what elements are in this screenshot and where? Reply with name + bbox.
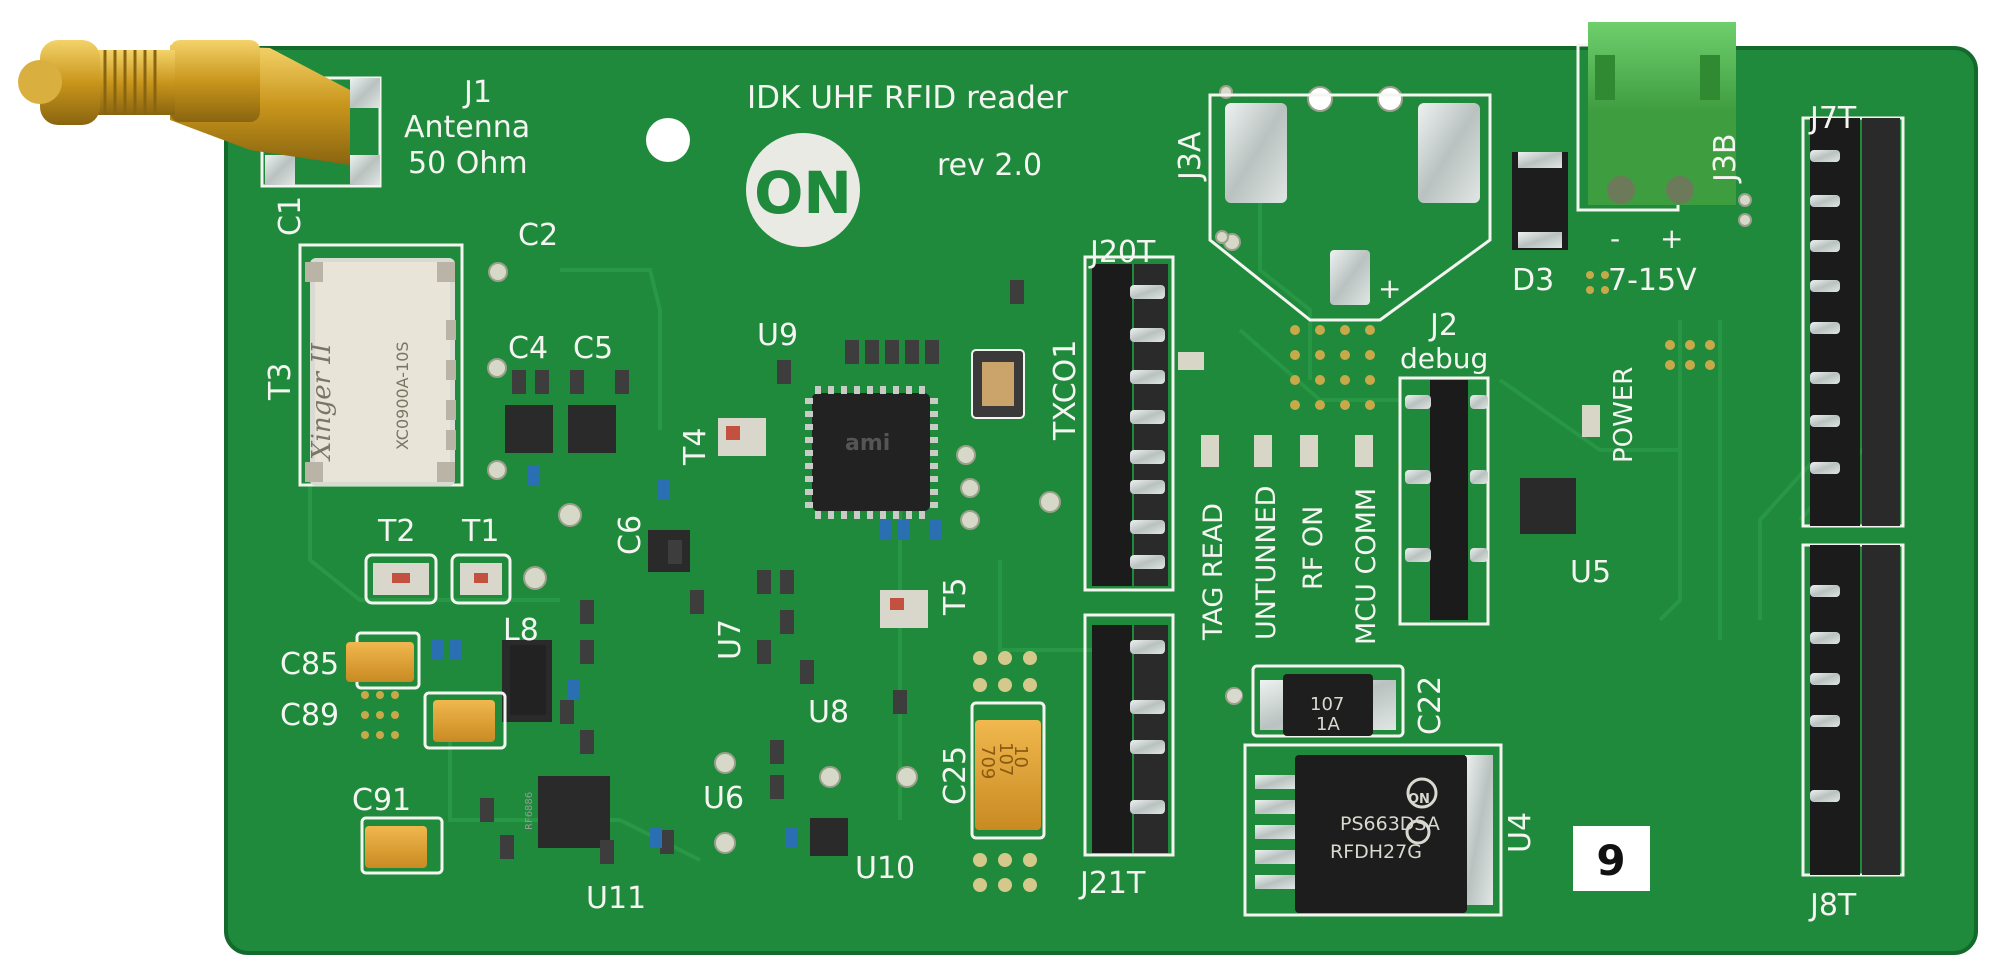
label-u5: U5 [1570, 555, 1611, 590]
label-u9: U9 [757, 318, 798, 353]
coupler-t3 [298, 243, 464, 487]
board-revision: rev 2.0 [937, 148, 1042, 183]
label-j3b: J3B [1708, 133, 1743, 184]
label-c4: C4 [508, 331, 548, 366]
mcu-chip-u9 [805, 386, 938, 519]
label-minus: - [1610, 222, 1620, 255]
tantalum-line3: 709 [977, 745, 998, 779]
mcu-brand: ami [845, 431, 890, 456]
status-leds [1178, 352, 1600, 467]
number-sticker: 9 [1573, 826, 1650, 891]
on-semiconductor-logo: ON [746, 133, 860, 247]
led-label-rf-on: RF ON [1298, 506, 1329, 590]
label-t2: T2 [377, 514, 415, 549]
diode-c22 [1230, 664, 1405, 738]
label-txco1: TXCO1 [1048, 340, 1083, 441]
coupler-brand: Xinger II [307, 342, 337, 462]
label-j1: J1 [462, 75, 492, 110]
label-l8: L8 [503, 613, 539, 648]
logo-text: ON [754, 159, 852, 227]
header-j8t [1801, 543, 1905, 877]
regulator-logo: ON [1408, 792, 1430, 807]
label-j2: J2 [1428, 308, 1458, 343]
coupler-part: XC0900A-10S [393, 341, 412, 450]
label-c6: C6 [613, 515, 648, 555]
label-j3a: J3A [1173, 131, 1208, 182]
small-components [364, 280, 1576, 864]
j3a-pads [1208, 93, 1492, 322]
label-t1: T1 [461, 514, 499, 549]
label-c91: C91 [352, 783, 411, 818]
label-d3: D3 [1512, 263, 1554, 298]
header-j2 [1398, 376, 1490, 626]
regulator-line1: PS663DSA [1340, 813, 1440, 835]
sticker-number: 9 [1596, 836, 1625, 885]
power-terminal-block [1576, 22, 1736, 212]
led-label-tag-read: TAG READ [1198, 503, 1229, 641]
header-j7t [1801, 116, 1905, 528]
board-title: IDK UHF RFID reader [747, 80, 1068, 116]
label-t5: T5 [938, 578, 973, 616]
tantalum-line1: 107 [995, 742, 1016, 776]
label-voltage: 7-15V [1608, 263, 1697, 298]
label-u8: U8 [808, 695, 849, 730]
sma-antenna-connector [18, 40, 382, 188]
label-j1-desc2: 50 Ohm [408, 146, 528, 181]
label-j2-desc: debug [1400, 342, 1488, 375]
label-c22: C22 [1413, 676, 1448, 735]
label-c5: C5 [573, 331, 613, 366]
label-j8t: J8T [1808, 888, 1857, 923]
tantalum-line2: 10 [1010, 745, 1031, 768]
label-u10: U10 [855, 851, 915, 886]
label-u11: U11 [586, 881, 646, 916]
label-u4: U4 [1503, 812, 1538, 853]
label-t3: T3 [263, 363, 298, 401]
led-label-mcu-comm: MCU COMM [1351, 488, 1382, 645]
label-j7t: J7T [1808, 101, 1857, 136]
label-c25: C25 [938, 746, 973, 805]
label-c85: C85 [280, 647, 339, 682]
rf-chip-marking: RF6886 [524, 792, 535, 830]
label-u6: U6 [703, 781, 744, 816]
label-c1: C1 [273, 196, 308, 236]
label-c89: C89 [280, 698, 339, 733]
component-markings: Xinger II XC0900A-10S ami PS663DSA RFDH2… [307, 341, 1440, 863]
label-plus: + [1660, 222, 1683, 255]
label-c2: C2 [518, 218, 558, 253]
diode-d3 [1512, 152, 1568, 250]
label-power: POWER [1609, 367, 1639, 463]
led-label-untunned: UNTUNNED [1251, 486, 1282, 640]
regulator-u4 [1243, 743, 1503, 917]
header-j21t [1083, 613, 1175, 857]
header-pins [1130, 150, 1840, 814]
diode-line1: 107 [1310, 694, 1344, 715]
label-j21t: J21T [1078, 866, 1146, 901]
diode-line2: 1A [1316, 714, 1340, 735]
regulator-line2: RFDH27G [1330, 841, 1422, 863]
label-t4: T4 [678, 428, 713, 466]
label-plus2: + [1378, 272, 1401, 305]
tantalum-capacitors [346, 631, 1046, 892]
label-u7: U7 [713, 619, 748, 660]
silkscreen-labels: IDK UHF RFID reader rev 2.0 J1 Antenna 5… [263, 75, 1857, 923]
label-j1-desc1: Antenna [404, 110, 530, 145]
label-j20t: J20T [1088, 235, 1156, 270]
header-j20t [1083, 255, 1175, 592]
